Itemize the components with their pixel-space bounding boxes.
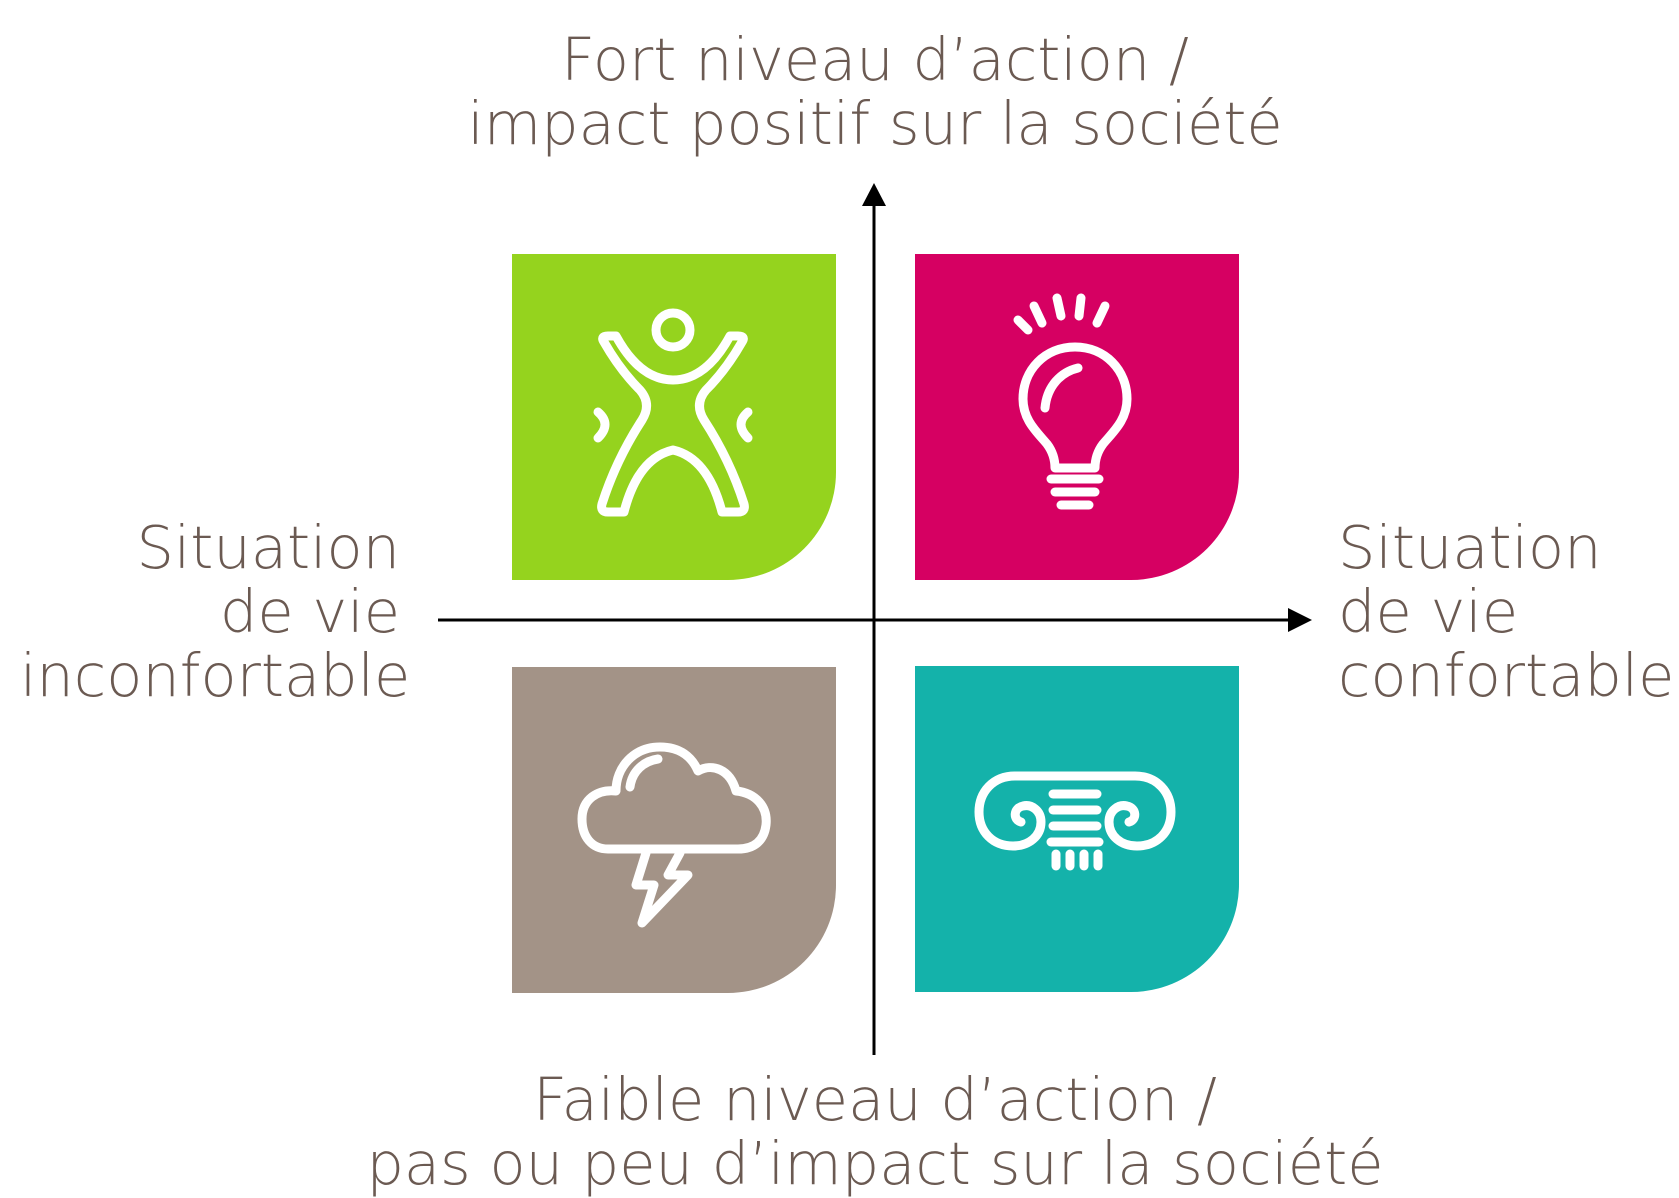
quadrant-top-left xyxy=(512,254,836,580)
person-energy-icon xyxy=(593,308,753,517)
axis-label-right-line-3: confortable xyxy=(1338,641,1675,710)
axis-label-right: Situation de vie confortable xyxy=(1338,516,1678,708)
axis-label-left-line-1: Situation xyxy=(136,513,400,582)
quadrant-bottom-left xyxy=(512,667,836,993)
axis-label-left-line-2: de vie xyxy=(219,577,400,646)
axis-label-left: Situation de vie inconfortable xyxy=(20,513,411,710)
quadrant-bottom-right xyxy=(915,666,1239,992)
vertical-axis-arrow-up xyxy=(862,183,886,206)
axis-label-bottom-line-1: Faible niveau d’action / xyxy=(533,1065,1217,1134)
axis-label-bottom: Faible niveau d’action / pas ou peu d’im… xyxy=(0,1068,1679,1196)
storm-cloud-icon xyxy=(577,742,771,928)
axis-label-top-line-1: Fort niveau d’action / xyxy=(561,25,1189,94)
axis-label-top: Fort niveau d’action / impact positif su… xyxy=(0,28,1679,156)
horizontal-axis-arrow-right xyxy=(1288,608,1312,632)
axis-label-top-line-2: impact positif sur la société xyxy=(467,89,1283,158)
lightbulb-icon xyxy=(1013,293,1132,510)
ionic-column-icon xyxy=(974,771,1176,871)
axis-label-right-line-1: Situation xyxy=(1338,513,1602,582)
axis-label-right-line-2: de vie xyxy=(1338,577,1519,646)
axis-label-left-line-3: inconfortable xyxy=(20,641,411,710)
axis-label-bottom-line-2: pas ou peu d’impact sur la société xyxy=(366,1129,1384,1198)
quadrant-top-right xyxy=(915,254,1239,580)
